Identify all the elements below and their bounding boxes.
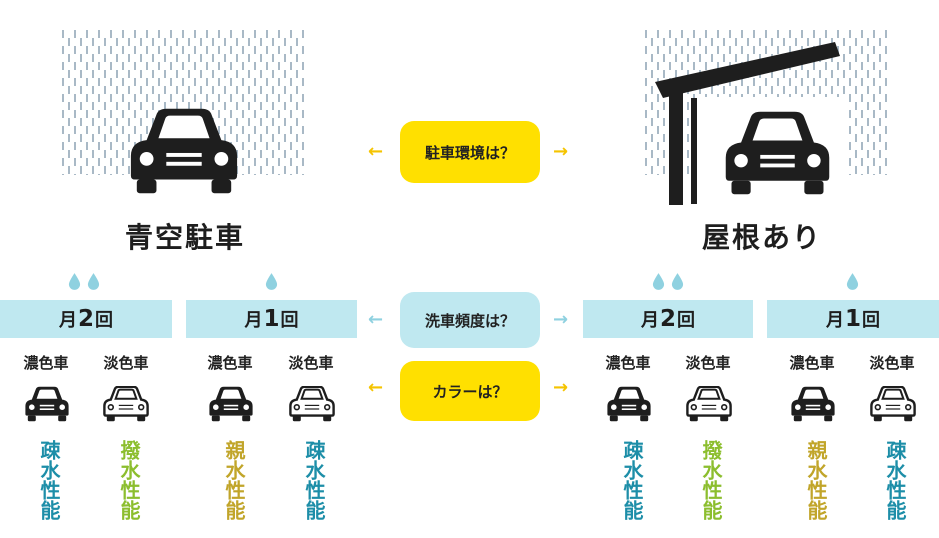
- car-light-icon: [870, 386, 916, 422]
- performance-repellent: 撥水性能: [699, 440, 723, 520]
- car-light-icon: [103, 386, 149, 422]
- color-dark-label: 濃色車: [207, 354, 253, 372]
- freq-prefix: 月: [58, 310, 77, 331]
- color-light-label: 淡色車: [288, 354, 334, 372]
- water-drop-icon: [671, 273, 684, 290]
- question-frequency: 洗車頻度は？: [400, 292, 540, 348]
- car-light-icon: [686, 386, 732, 422]
- performance-sparse: 疎水性能: [37, 440, 61, 520]
- color-light-label: 淡色車: [869, 354, 915, 372]
- freq-number: 2: [659, 306, 676, 332]
- color-light-label: 淡色車: [103, 354, 149, 372]
- arrow-right-icon: →: [553, 377, 569, 398]
- color-dark-label: 濃色車: [23, 354, 69, 372]
- freq-prefix: 月: [244, 310, 263, 331]
- freq-suffix: 回: [280, 310, 299, 331]
- water-drop-icon: [68, 273, 81, 290]
- color-light-label: 淡色車: [685, 354, 731, 372]
- freq-suffix: 回: [677, 310, 695, 331]
- performance-affine: 親水性能: [804, 440, 828, 520]
- question-parking: 駐車環境は？: [400, 121, 540, 183]
- water-drops: [265, 272, 278, 291]
- freq-number: 1: [263, 306, 280, 332]
- freq-suffix: 回: [95, 310, 113, 331]
- car-icon-outdoor: [130, 108, 238, 194]
- freq-suffix: 回: [862, 310, 880, 331]
- water-drop-icon: [87, 273, 100, 290]
- car-light-icon: [289, 386, 335, 422]
- freq-prefix: 月: [825, 310, 844, 331]
- color-dark-label: 濃色車: [605, 354, 651, 372]
- performance-sparse: 疎水性能: [620, 440, 644, 520]
- freq-prefix: 月: [640, 310, 659, 331]
- scenario-title-outdoor: 青空駐車: [124, 221, 245, 254]
- car-dark-icon: [791, 386, 835, 422]
- freq-number: 1: [844, 306, 861, 332]
- question-color: カラーは？: [400, 361, 540, 421]
- arrow-left-icon: ←: [368, 141, 384, 162]
- arrow-left-icon: ←: [368, 309, 384, 330]
- water-drops: [846, 272, 859, 291]
- color-dark-label: 濃色車: [789, 354, 835, 372]
- freq-number: 2: [77, 306, 94, 332]
- car-dark-icon: [209, 386, 253, 422]
- performance-sparse: 疎水性能: [302, 440, 326, 520]
- car-icon-roof: [725, 111, 830, 195]
- arrow-left-icon: ←: [368, 377, 384, 398]
- water-drop-icon: [265, 273, 278, 290]
- performance-sparse: 疎水性能: [883, 440, 907, 520]
- performance-affine: 親水性能: [222, 440, 246, 520]
- water-drop-icon: [846, 273, 859, 290]
- scenario-title-roof: 屋根あり: [701, 221, 822, 254]
- arrow-right-icon: →: [553, 141, 569, 162]
- performance-repellent: 撥水性能: [117, 440, 141, 520]
- water-drops: [68, 272, 100, 291]
- car-dark-icon: [607, 386, 651, 422]
- water-drop-icon: [652, 273, 665, 290]
- car-dark-icon: [25, 386, 69, 422]
- water-drops: [652, 272, 684, 291]
- arrow-right-icon: →: [553, 309, 569, 330]
